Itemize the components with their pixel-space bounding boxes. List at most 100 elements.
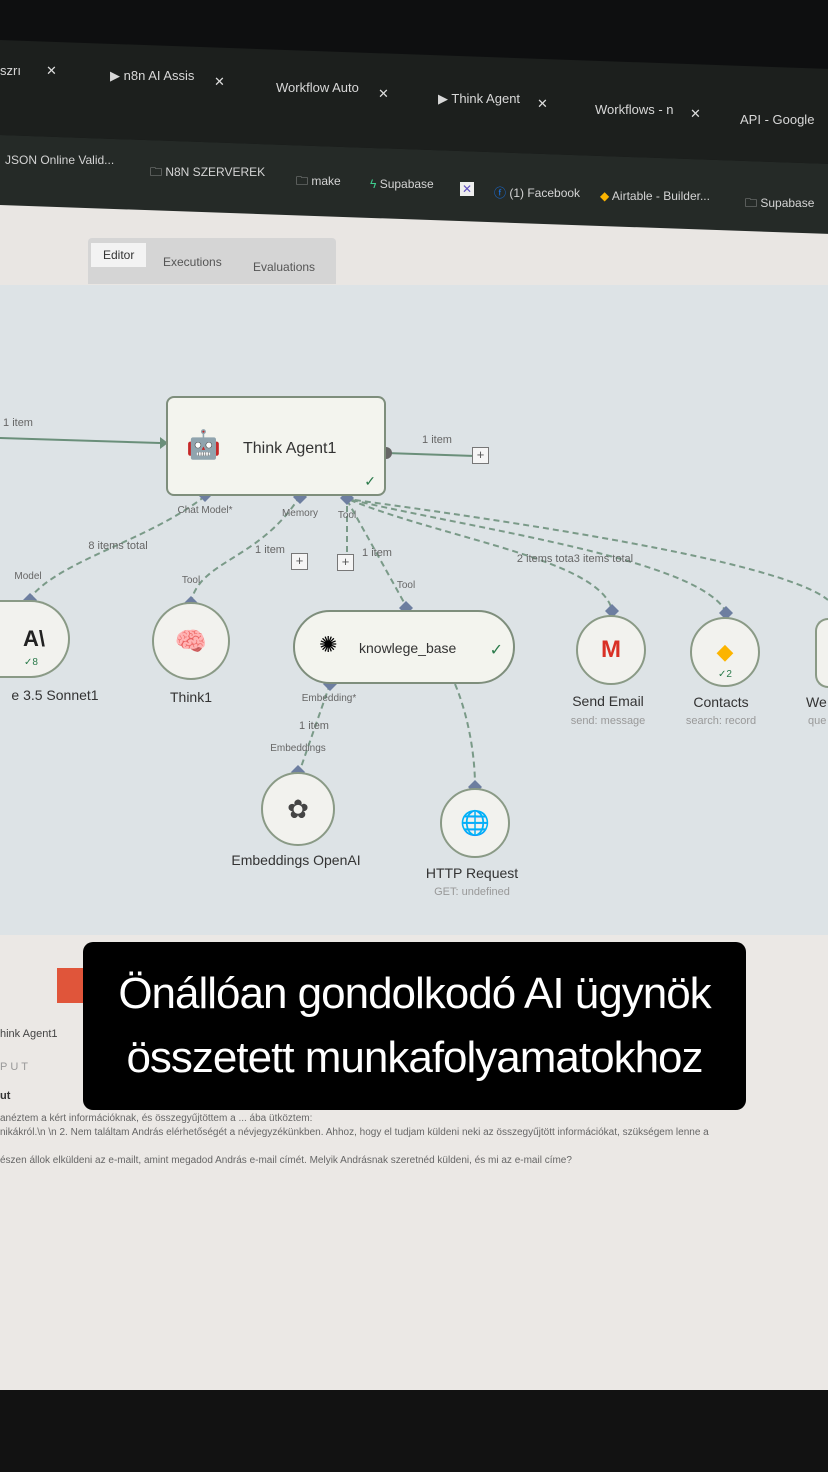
tab[interactable]: szrı xyxy=(0,63,21,78)
caption-line: Önállóan gondolkodó AI ügynök xyxy=(118,969,711,1018)
close-icon[interactable]: ✕ xyxy=(46,63,57,78)
http-edge xyxy=(454,683,476,787)
embeddings-openai-node[interactable]: ✿ xyxy=(261,772,335,846)
globe-icon: 🌐 xyxy=(460,809,490,837)
node-subtitle: search: record xyxy=(685,715,757,727)
gmail-icon: M xyxy=(601,636,621,663)
port-label: Tool xyxy=(396,580,416,591)
bookmark[interactable]: JSON Online Valid... xyxy=(5,153,115,167)
port-label: Model xyxy=(14,571,42,582)
embedding-edge xyxy=(299,683,331,771)
tab-editor[interactable]: Editor xyxy=(91,243,147,267)
node-title: Think Agent1 xyxy=(243,440,337,457)
supabase-icon: ϟ xyxy=(370,177,380,191)
model-edge xyxy=(29,495,206,599)
panel-field: ut xyxy=(0,1090,11,1102)
close-icon[interactable]: ✕ xyxy=(537,96,548,111)
folder-icon: 🗀 xyxy=(745,196,761,210)
openai-icon: ✿ xyxy=(287,793,309,824)
node-label: Contacts xyxy=(693,694,749,710)
robot-icon: 🤖 xyxy=(186,429,221,460)
tab[interactable]: Workflow Auto xyxy=(276,80,359,95)
badge: ✓8 xyxy=(24,657,38,668)
tab-evaluations[interactable]: Evaluations xyxy=(253,260,316,274)
node-label: Send Email xyxy=(572,693,644,709)
main-output-edge xyxy=(385,452,476,457)
add-tool-button[interactable]: + xyxy=(337,554,354,571)
node-label: Embeddings OpenAI xyxy=(231,852,361,868)
output-text: nikákról.\n \n 2. Nem találtam András el… xyxy=(0,1127,709,1138)
edge-label: 1 item xyxy=(362,547,392,559)
tab[interactable]: API - Google xyxy=(740,112,815,127)
port-label: Embeddings xyxy=(270,743,326,754)
port-label: Tool xyxy=(337,510,357,521)
bookmark[interactable]: ϟ Supabase xyxy=(370,177,434,191)
brain-icon: 🧠 xyxy=(174,625,208,656)
port-label: Chat Model* xyxy=(177,505,233,516)
think-edge xyxy=(190,495,301,603)
claude-node[interactable]: A\ ✓8 xyxy=(0,600,70,678)
folder-icon: 🗀 xyxy=(296,174,312,188)
bookmark[interactable]: ◆ Airtable - Builder... xyxy=(600,189,710,203)
node-subtitle: send: message xyxy=(570,715,646,727)
x-app-icon[interactable]: ✕ xyxy=(460,182,475,196)
node-label: HTTP Request xyxy=(425,865,519,881)
edge-label: 1 item xyxy=(299,720,329,732)
node-label: e 3.5 Sonnet1 xyxy=(11,687,99,703)
facebook-icon: ⓕ xyxy=(494,186,510,200)
output-text: anéztem a kért információknak, és összeg… xyxy=(0,1113,313,1124)
tab[interactable]: Workflows - n xyxy=(595,102,674,117)
edge-label: 2 items tota3 items total xyxy=(516,553,634,565)
anthropic-icon: A\ xyxy=(23,626,45,651)
edge-label: 8 items total xyxy=(88,540,148,552)
airtable-icon: ◆ xyxy=(716,639,734,664)
knowledge-base-node[interactable]: ✺ knowlege_base ✓ xyxy=(293,610,515,684)
edge-label: 1 item xyxy=(422,434,452,446)
send-email-node[interactable]: M xyxy=(576,615,646,685)
add-node-button[interactable]: + xyxy=(472,447,489,464)
think-agent-node[interactable]: 🤖 Think Agent1 ✓ xyxy=(166,396,386,496)
editor-tabs: Editor Executions Evaluations xyxy=(88,238,336,284)
tab[interactable]: ▶ n8n AI Assis xyxy=(110,68,195,83)
main-input-edge xyxy=(0,437,161,444)
check-icon: ✓ xyxy=(364,473,376,489)
tab-active[interactable]: ▶ Think Agent xyxy=(438,91,521,106)
node-label: Think1 xyxy=(169,689,213,705)
caption-line: összetett munkafolyamatokhoz xyxy=(126,1033,703,1082)
bookmark-folder[interactable]: 🗀 Supabase xyxy=(745,196,815,210)
close-icon[interactable]: ✕ xyxy=(690,106,701,121)
think-node[interactable]: 🧠 xyxy=(152,602,230,680)
bookmark-folder[interactable]: 🗀 N8N SZERVEREK xyxy=(150,165,266,179)
node-subtitle: que xyxy=(808,715,827,727)
contacts-node[interactable]: ◆ ✓2 xyxy=(690,617,760,687)
vector-store-icon: ✺ xyxy=(319,632,338,657)
http-request-node[interactable]: 🌐 xyxy=(440,788,510,858)
node-title: knowlege_base xyxy=(359,640,457,656)
folder-icon: 🗀 xyxy=(150,165,166,179)
caption-overlay: Önállóan gondolkodó AI ügynök összetett … xyxy=(83,942,746,1110)
partial-node[interactable] xyxy=(815,618,828,688)
node-subtitle: GET: undefined xyxy=(434,886,510,898)
bookmark-folder[interactable]: 🗀 make xyxy=(296,174,341,188)
close-icon[interactable]: ✕ xyxy=(378,86,389,101)
email-edge xyxy=(349,499,613,611)
port-label: Embedding* xyxy=(301,693,357,704)
contacts-edge xyxy=(351,499,727,613)
check-icon: ✓ xyxy=(489,642,503,659)
edge-label: 1 item xyxy=(255,544,285,556)
run-button[interactable] xyxy=(57,968,87,1003)
port-label: Tool xyxy=(181,575,201,586)
close-icon[interactable]: ✕ xyxy=(214,74,225,89)
output-text: észen állok elküldeni az e-mailt, amint … xyxy=(0,1155,572,1166)
badge: ✓2 xyxy=(718,669,732,680)
tab-executions[interactable]: Executions xyxy=(163,255,222,269)
port-label: Memory xyxy=(281,508,319,519)
node-label: We xyxy=(806,694,827,710)
panel-node-name: hink Agent1 xyxy=(0,1028,58,1040)
airtable-icon: ◆ xyxy=(600,189,612,203)
add-memory-button[interactable]: + xyxy=(291,553,308,570)
panel-section: PUT xyxy=(0,1061,31,1073)
monitor-bezel xyxy=(0,1390,828,1472)
bookmark[interactable]: ⓕ (1) Facebook xyxy=(494,186,581,200)
kb-edge xyxy=(346,499,407,607)
